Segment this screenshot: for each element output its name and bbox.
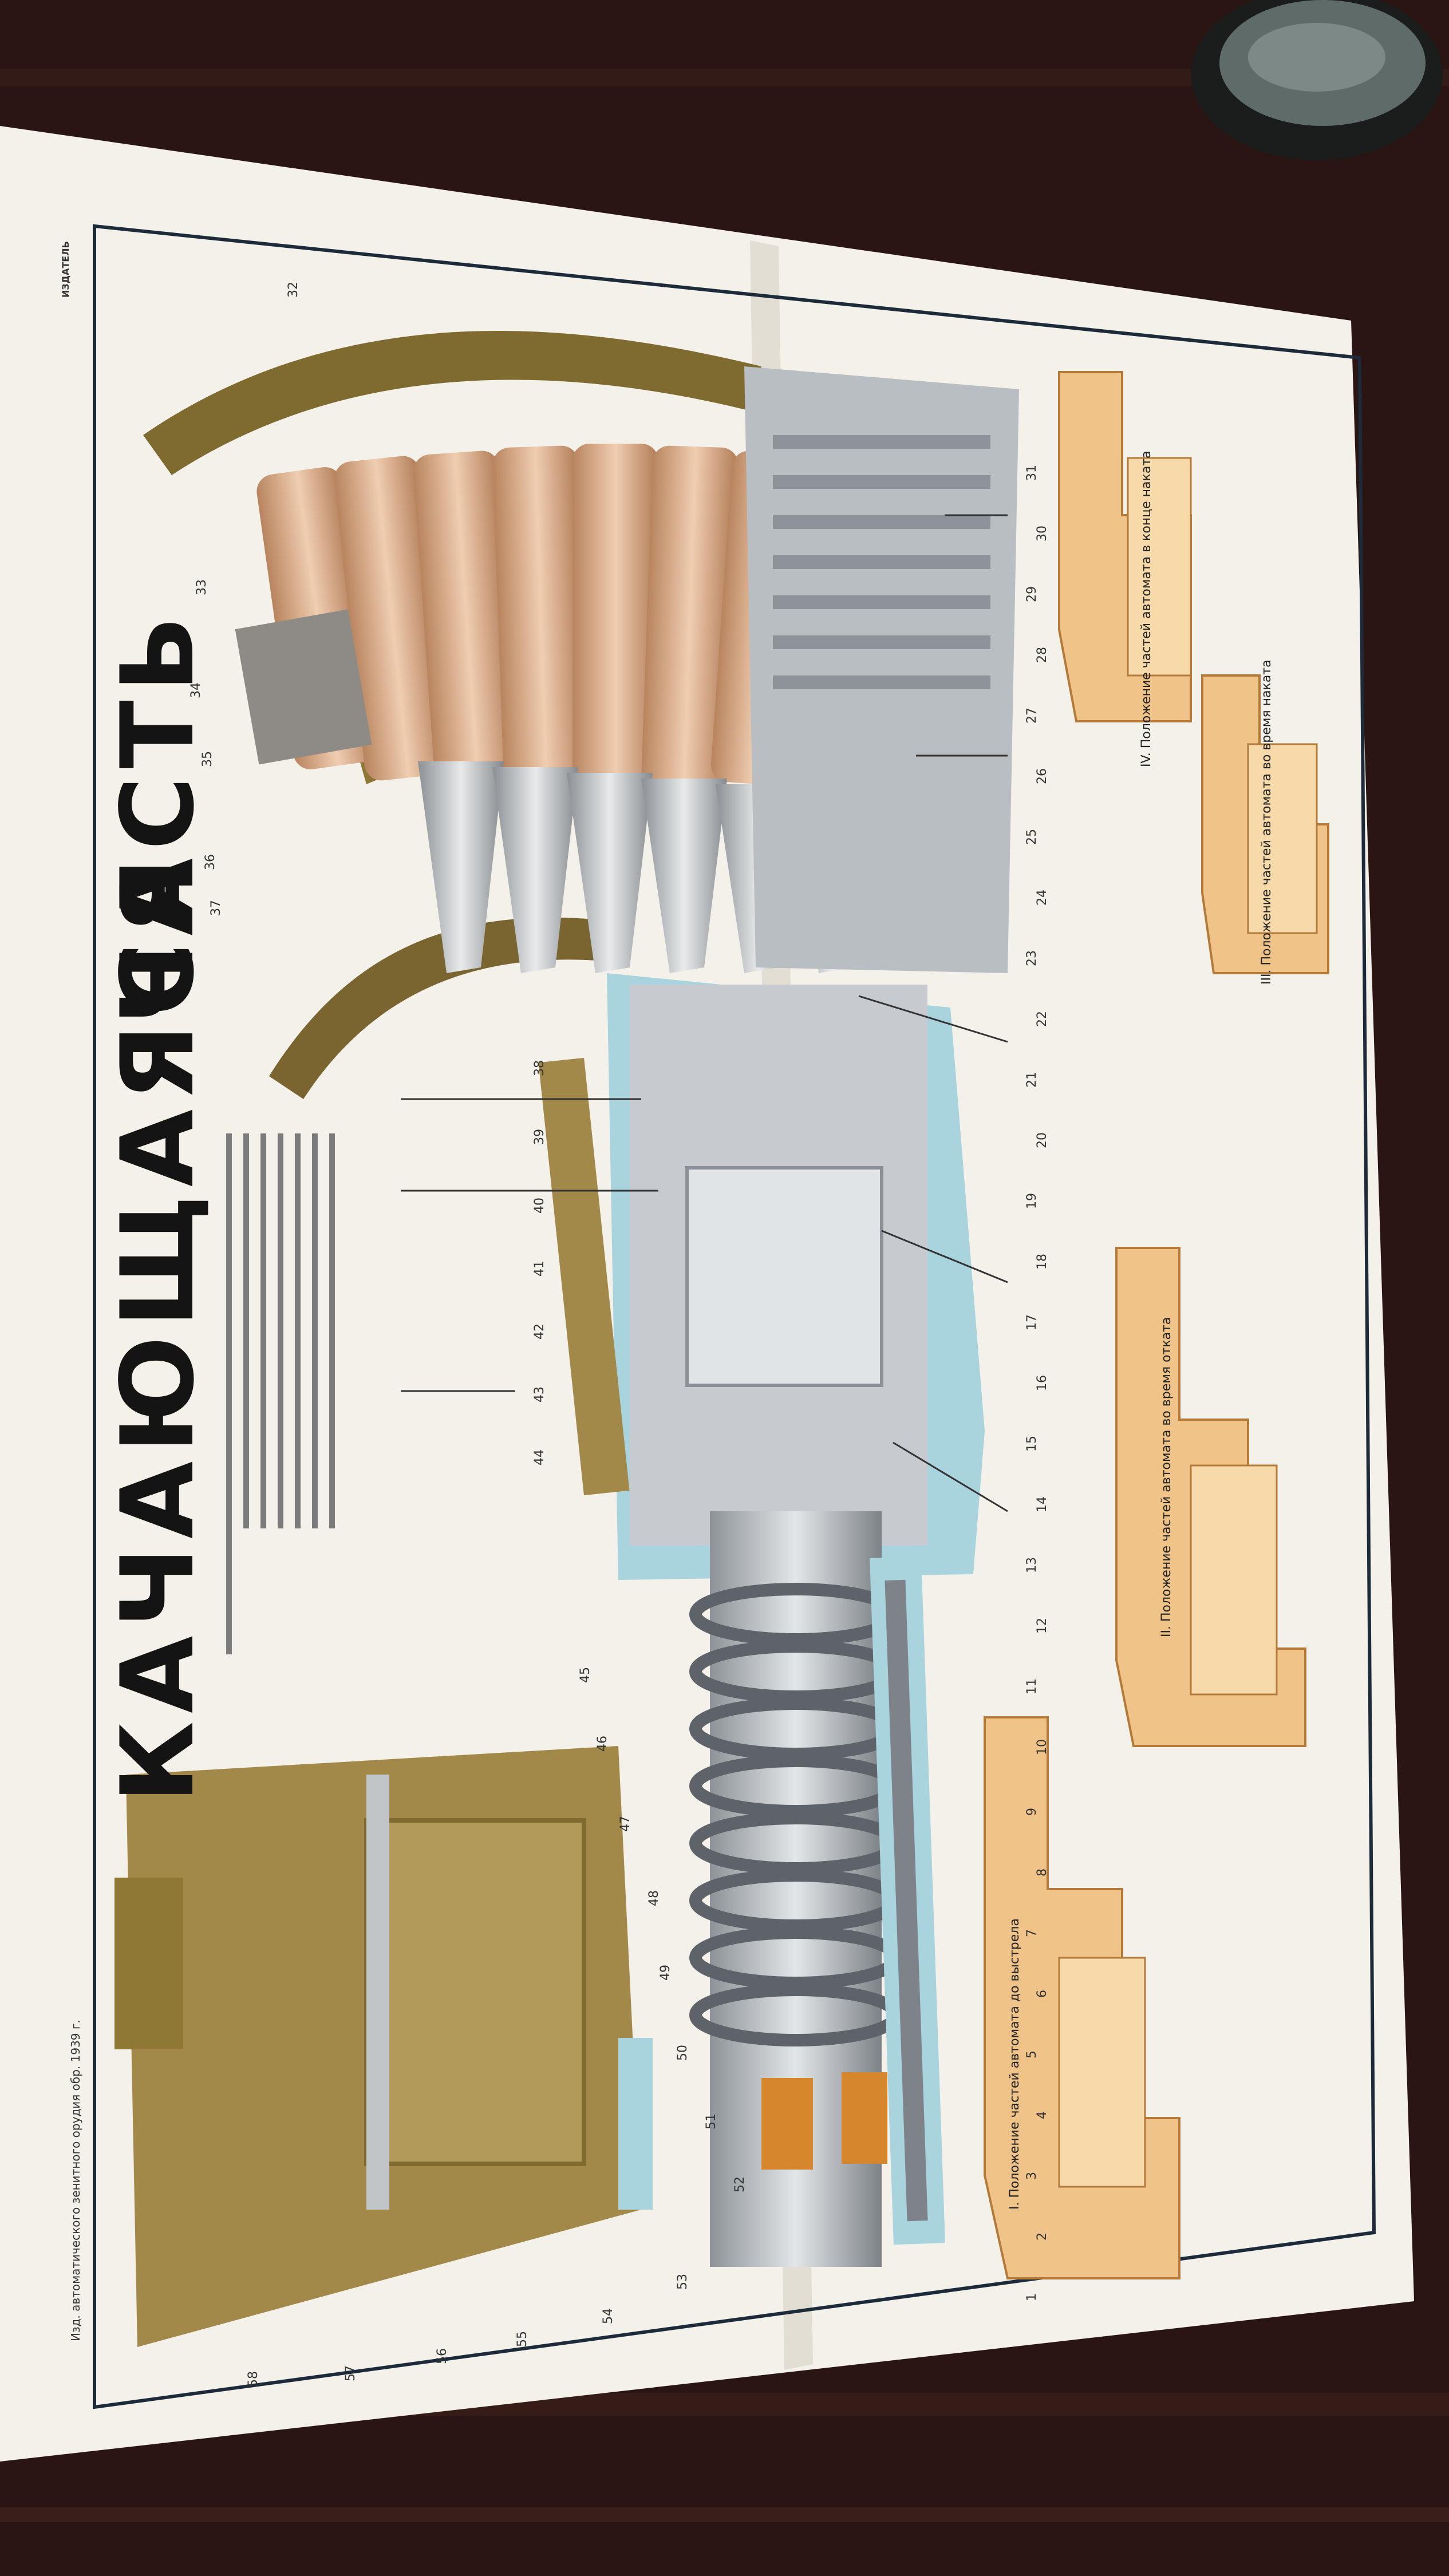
part-number-label: 14 — [1035, 1496, 1049, 1512]
part-number-label: 47 — [618, 1816, 633, 1832]
part-number-label: 22 — [1035, 1011, 1049, 1027]
part-number-label: 18 — [1035, 1254, 1049, 1270]
rod-inner — [885, 1579, 928, 2222]
poster-corner-tag: ИЗДАТЕЛЬ — [60, 241, 71, 298]
parts-legend-column — [226, 1133, 335, 1654]
part-number-label: 30 — [1035, 526, 1049, 542]
poster-frame — [93, 224, 1376, 2409]
part-number-label: 48 — [647, 1890, 661, 1906]
part-number-label: 21 — [1025, 1072, 1039, 1088]
housing-cover-plate — [364, 1818, 586, 2166]
part-number-label: 12 — [1035, 1618, 1049, 1634]
part-number-label: 36 — [203, 854, 218, 870]
part-number-label: 26 — [1035, 768, 1049, 784]
part-number-label: 4 — [1035, 2111, 1049, 2119]
bolt-carrier — [685, 1166, 883, 1387]
part-number-label: 42 — [532, 1323, 547, 1340]
part-number-label: 25 — [1025, 829, 1039, 845]
receiver-cutaway — [538, 366, 1019, 1580]
clip-feed-guide — [269, 917, 618, 1099]
part-number-label: 52 — [733, 2176, 747, 2192]
part-number-label: 51 — [704, 2113, 718, 2129]
orange-bushing — [842, 2072, 887, 2164]
part-number-label: 46 — [595, 1736, 610, 1752]
part-number-label: 7 — [1025, 1929, 1039, 1937]
part-number-label: 57 — [344, 2365, 358, 2381]
part-number-label: 24 — [1035, 890, 1049, 906]
mechanism-diagram-3 — [1201, 674, 1329, 974]
part-number-label: 28 — [1035, 647, 1049, 663]
part-number-label: 39 — [532, 1129, 547, 1145]
part-number-label: 40 — [532, 1198, 547, 1214]
part-number-label: 53 — [676, 2274, 690, 2290]
metal-tin-object — [1191, 0, 1443, 160]
part-number-label: 15 — [1025, 1436, 1039, 1452]
orange-bushing — [761, 2078, 813, 2170]
mechanism-diagram-2 — [1115, 1247, 1306, 1747]
part-number-label: 17 — [1025, 1314, 1039, 1330]
part-number-label: 50 — [676, 2045, 690, 2061]
part-number-label: 37 — [209, 900, 223, 916]
poster-title-second: ЧАСТЬ — [100, 607, 216, 1025]
clip-mount-block — [235, 609, 372, 765]
part-number-label: 1 — [1025, 2293, 1039, 2301]
part-number-label: 13 — [1025, 1557, 1039, 1573]
part-number-label: 20 — [1035, 1132, 1049, 1148]
part-number-label: 29 — [1025, 586, 1039, 602]
wood-streak — [0, 2507, 1449, 2522]
diagram-caption-2: II. Положение частей автомата во время о… — [1159, 1317, 1174, 1637]
poster-header-note: Изд. автоматического зенитного орудия об… — [69, 2020, 82, 2341]
part-number-label: 34 — [189, 682, 203, 698]
leader-lines — [401, 514, 1008, 1512]
part-number-label: 19 — [1025, 1193, 1039, 1209]
part-number-label: 56 — [435, 2348, 449, 2364]
part-number-label: 10 — [1035, 1739, 1049, 1755]
part-number-label: 27 — [1025, 708, 1039, 724]
part-number-label: 58 — [246, 2371, 260, 2387]
part-number-label: 55 — [515, 2331, 530, 2347]
top-spring-housing — [744, 366, 1019, 973]
part-number-label: 23 — [1025, 950, 1039, 966]
part-number-label: 6 — [1035, 1990, 1049, 1998]
diagram-caption-3: III. Положение частей автомата во время … — [1260, 659, 1274, 985]
part-number-label: 49 — [658, 1965, 673, 1981]
clip-frame-outer — [143, 331, 761, 475]
part-number-label: 3 — [1025, 2172, 1039, 2180]
mechanism-diagram-1 — [984, 1716, 1180, 2279]
part-number-label: 32 — [286, 282, 301, 298]
diagram-caption-1: I. Положение частей автомата до выстрела — [1008, 1918, 1022, 2210]
part-number-label: 5 — [1025, 2050, 1039, 2059]
housing-guide-rail — [366, 1775, 389, 2210]
part-number-label: 41 — [532, 1261, 547, 1277]
part-number-label: 9 — [1025, 1808, 1039, 1816]
part-number-label: 44 — [532, 1449, 547, 1465]
housing-light-blue-trim — [618, 2038, 653, 2210]
part-number-label: 2 — [1035, 2233, 1049, 2241]
mechanism-diagram-4 — [1058, 371, 1192, 722]
part-number-label: 35 — [200, 751, 215, 767]
part-number-label: 45 — [578, 1667, 593, 1683]
diagram-caption-4: IV. Положение частей автомата в конце на… — [1139, 451, 1154, 767]
part-number-label: 8 — [1035, 1868, 1049, 1876]
part-number-label: 38 — [532, 1060, 547, 1076]
ochre-side-plate — [538, 1057, 630, 1496]
barrel-assembly — [689, 1511, 945, 2267]
part-number-label: 33 — [195, 579, 209, 595]
part-number-label: 31 — [1025, 465, 1039, 481]
breech-housing — [115, 1746, 653, 2347]
part-number-label: 16 — [1035, 1375, 1049, 1391]
part-number-label: 43 — [532, 1386, 547, 1402]
part-number-label: 11 — [1025, 1678, 1039, 1694]
housing-mount-lug — [115, 1878, 183, 2049]
part-number-label: 54 — [601, 2308, 615, 2324]
spring-fins — [773, 435, 990, 689]
